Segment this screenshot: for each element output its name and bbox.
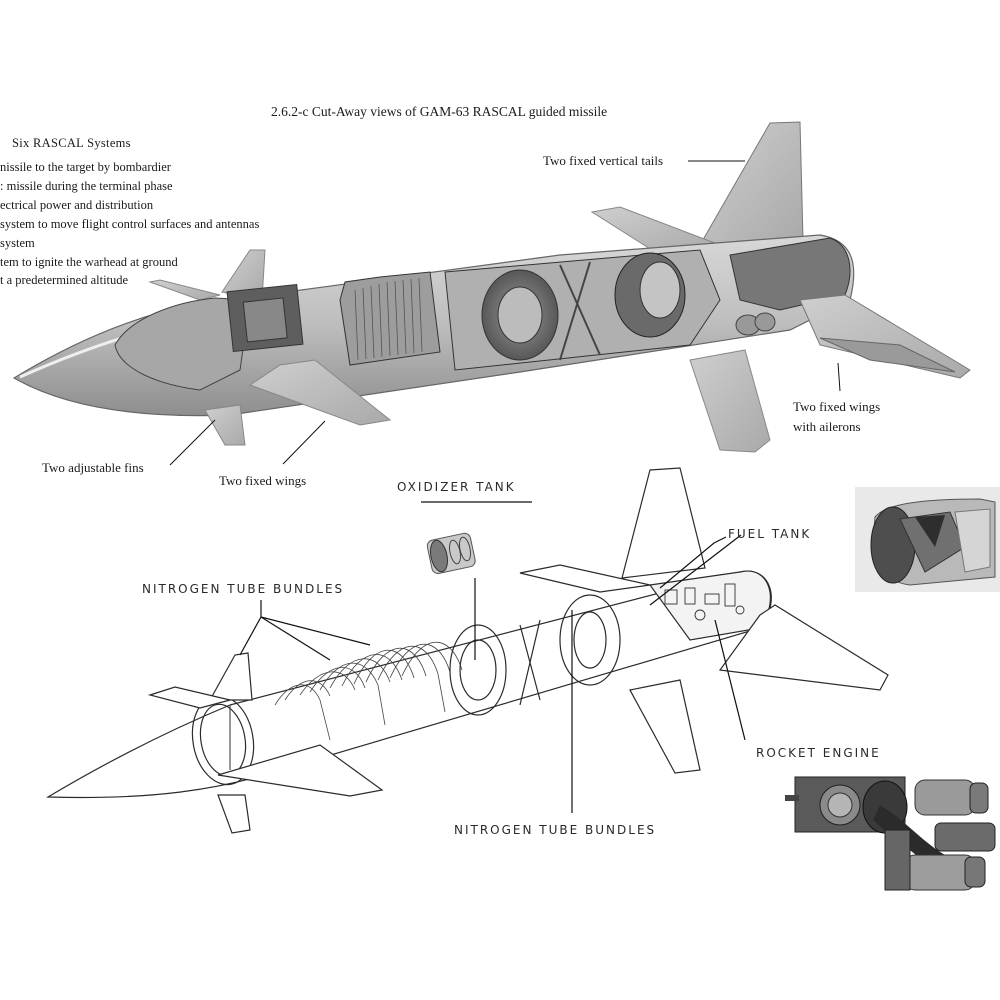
leader-rocket-engine (714, 619, 746, 741)
lower-fixed-wing-front (217, 744, 384, 797)
oxidizer-tank-inset (426, 532, 476, 574)
systems-list-heading: Six RASCAL Systems (12, 136, 131, 150)
lower-nose-ring (191, 694, 255, 786)
systems-list-item: system to move flight control surfaces a… (0, 217, 260, 231)
leader-adjustable-fins (169, 419, 216, 466)
label-nitrogen-tube-bundles-bottom: NITROGEN TUBE BUNDLES (454, 823, 657, 837)
systems-list-item: : missile during the terminal phase (0, 179, 173, 193)
leader-fuel-tank (659, 536, 727, 589)
lower-canard-left (147, 686, 231, 709)
lower-front-fin-top (208, 652, 253, 701)
callout-fixed-wings: Two fixed wings (219, 473, 307, 488)
rocket-engine-photo-inset (785, 776, 996, 891)
lower-rear-wing-top (519, 564, 651, 593)
systems-list-item: nissile to the target by bombardier (0, 160, 171, 174)
lower-front-fin-bottom (217, 794, 251, 834)
upper-cutaway-nose-section (114, 297, 251, 391)
systems-list-item: t a predetermined altitude (0, 273, 129, 287)
callout-wings-ailerons-line2: with ailerons (793, 419, 861, 434)
upper-rear-wing-top (590, 206, 721, 253)
upper-vertical-tail (699, 121, 804, 246)
label-oxidizer-tank: OXIDIZER TANK (397, 480, 516, 494)
callout-wings-ailerons-line1: Two fixed wings (793, 399, 881, 414)
upper-cutaway-tube-bundles (339, 271, 441, 366)
upper-front-fin-top (221, 249, 266, 301)
systems-list-item: system (0, 236, 35, 250)
upper-cutaway-tail-section (729, 237, 851, 311)
lower-oxidizer-tank-in-body (449, 624, 507, 716)
upper-cutaway-engine-section (444, 249, 721, 371)
label-rocket-engine: ROCKET ENGINE (756, 746, 881, 760)
callout-vertical-tails: Two fixed vertical tails (543, 153, 664, 168)
leader-wings-ailerons (837, 362, 841, 392)
leader-fixed-wings (282, 420, 326, 465)
upper-fixed-wing-front (248, 359, 392, 426)
page-title: 2.6.2-c Cut-Away views of GAM-63 RASCAL … (271, 104, 608, 119)
label-fuel-tank: FUEL TANK (728, 527, 812, 541)
upper-adjustable-fin-bottom (204, 404, 246, 446)
label-nitrogen-tube-bundles-top: NITROGEN TUBE BUNDLES (142, 582, 345, 596)
lower-ventral-tail (629, 679, 701, 774)
lower-wing-right (718, 604, 889, 691)
systems-list-item: tem to ignite the warhead at ground (0, 255, 178, 269)
lower-fuselage (45, 570, 772, 799)
upper-wing-with-aileron (799, 294, 971, 379)
fuel-tank-photo-inset (855, 487, 1000, 592)
lower-vertical-tail (621, 467, 706, 579)
lower-fuel-tank-region (648, 570, 771, 641)
lower-nitrogen-tube-bundles (274, 641, 463, 741)
fuel-tank-photo (870, 498, 996, 586)
upper-canard-left (148, 279, 221, 301)
callout-adjustable-fins: Two adjustable fins (42, 460, 144, 475)
upper-ventral-tail (689, 349, 771, 453)
systems-list-item: ectrical power and distribution (0, 198, 154, 212)
